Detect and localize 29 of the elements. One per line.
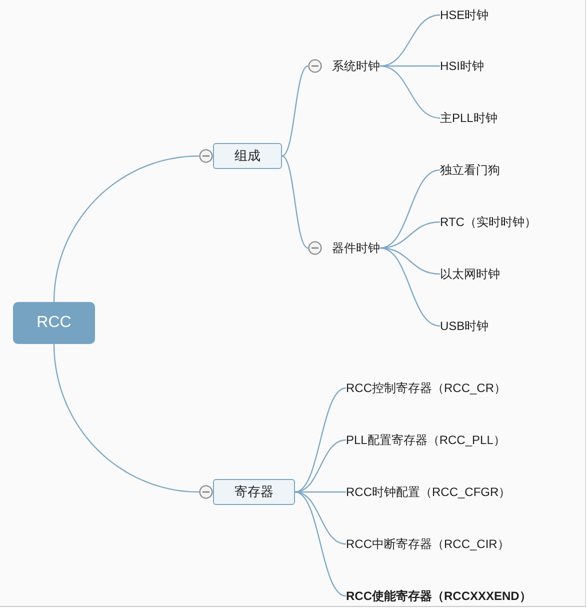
subtopic-label: 器件时钟 — [332, 240, 380, 256]
connector-line — [380, 14, 440, 67]
topic-box: 寄存器 — [213, 479, 295, 505]
subtopic-label: 独立看门狗 — [440, 162, 500, 178]
connector-line — [380, 65, 440, 119]
subtopic-label: RCC时钟配置（RCC_CFGR） — [346, 484, 511, 500]
subtopic-label: RTC（实时时钟） — [440, 214, 536, 230]
connector-line — [282, 155, 308, 249]
subtopic-label: 主PLL时钟 — [440, 110, 498, 126]
central-topic-box: RCC — [13, 302, 95, 344]
subtopic-label: HSE时钟 — [440, 7, 489, 23]
subtopic-label: RCC控制寄存器（RCC_CR） — [346, 380, 506, 396]
connector-line — [282, 65, 308, 157]
connector-line — [294, 491, 346, 597]
connector-line — [380, 247, 440, 327]
subtopic-label: RCC使能寄存器（RCCXXXEND） — [346, 588, 532, 604]
subtopic-label: RCC中断寄存器（RCC_CIR） — [346, 536, 510, 552]
connector-line — [53, 344, 200, 493]
subtopic-label: HSI时钟 — [440, 58, 484, 74]
connector-line — [294, 387, 346, 493]
subtopic-label: 系统时钟 — [332, 58, 380, 74]
connector-line — [380, 169, 440, 249]
connector-line — [294, 439, 346, 493]
connector-line — [294, 491, 346, 545]
connector-line — [53, 155, 200, 302]
topic-box: 组成 — [213, 143, 282, 169]
subtopic-label: USB时钟 — [440, 318, 489, 334]
subtopic-label: 以太网时钟 — [440, 266, 500, 282]
subtopic-label: PLL配置寄存器（RCC_PLL） — [346, 432, 506, 448]
